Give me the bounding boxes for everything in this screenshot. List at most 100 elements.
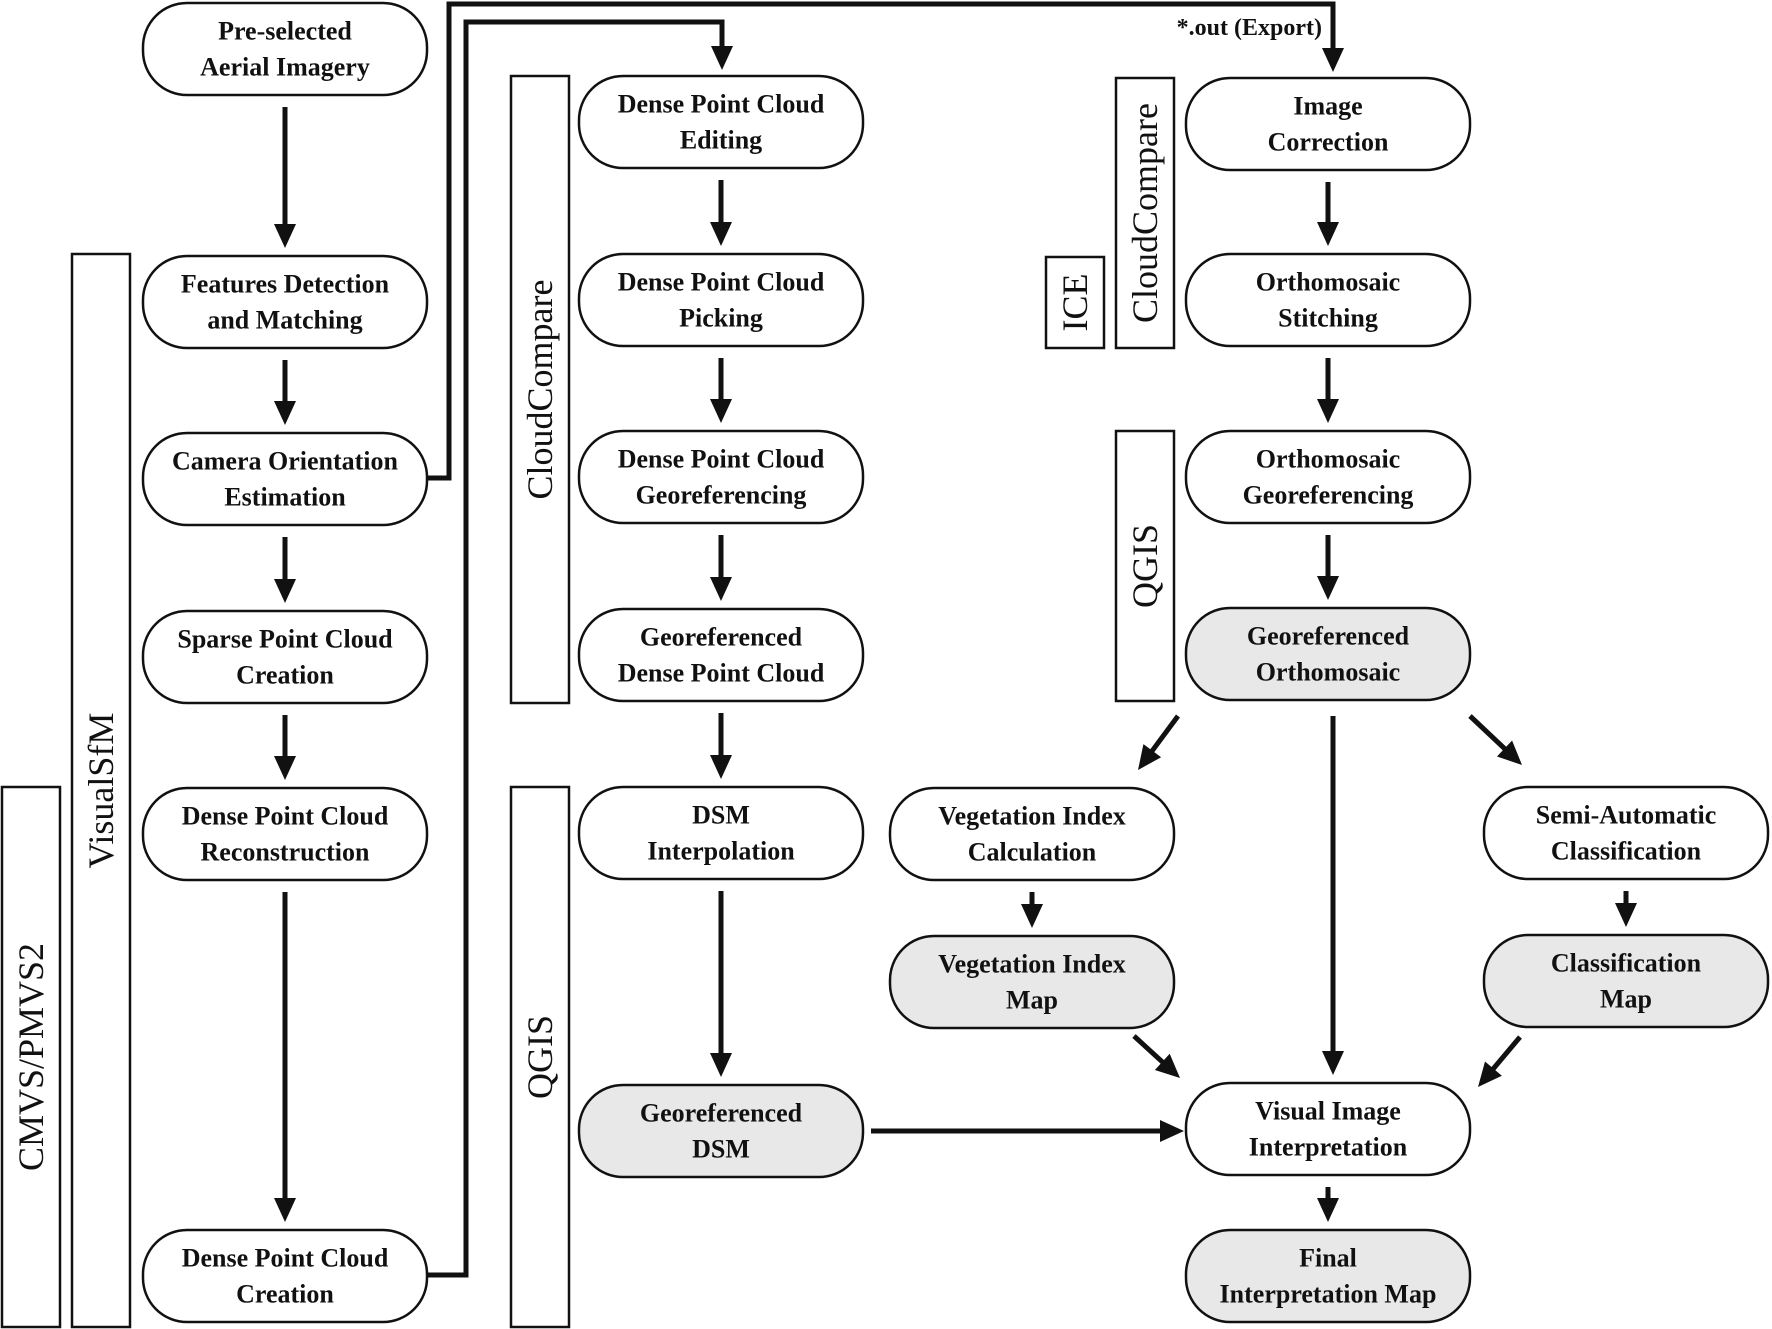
group-label: QGIS — [1125, 524, 1165, 608]
node-shape — [577, 74, 865, 170]
node-label-line: Pre-selected — [218, 17, 352, 46]
node-label-line: Georeferencing — [1243, 481, 1414, 510]
connector-line — [1132, 1034, 1166, 1066]
connector-line — [1468, 714, 1508, 752]
node-label-line: Map — [1600, 985, 1652, 1014]
arrow-features-to-camera — [274, 360, 296, 425]
group-label: CMVS/PMVS2 — [11, 943, 51, 1171]
arrow-aerial-to-features — [274, 107, 296, 248]
node-label-line: Sparse Point Cloud — [177, 625, 393, 654]
node-label-line: Georeferenced — [640, 623, 803, 652]
node-label-line: Dense Point Cloud — [618, 659, 825, 688]
node-label-line: Creation — [236, 1280, 334, 1309]
arrow-head — [274, 224, 296, 248]
node-shape — [1184, 1228, 1472, 1324]
node-label-line: Orthomosaic — [1256, 445, 1400, 474]
node-shape — [577, 252, 865, 348]
node-shape — [1482, 933, 1770, 1029]
node-label-line: Visual Image — [1255, 1097, 1401, 1126]
node-label-line: Dense Point Cloud — [618, 90, 825, 119]
node-label-line: Interpolation — [647, 837, 795, 866]
node-label-line: Orthomosaic — [1256, 268, 1400, 297]
node-shape — [1184, 252, 1472, 348]
arrow-head — [1317, 222, 1339, 246]
arrow-veg-map-to-visual — [1132, 1034, 1180, 1078]
group-label: QGIS — [520, 1015, 560, 1099]
node-label-line: Image — [1293, 92, 1362, 121]
arrow-head — [710, 755, 732, 779]
node-shape — [141, 431, 429, 527]
node-label-line: Aerial Imagery — [200, 53, 370, 82]
node-label-line: Georeferencing — [636, 481, 807, 510]
arrow-georef-dpc-to-dsm — [710, 713, 732, 779]
node-label-line: Dense Point Cloud — [182, 1244, 389, 1273]
arrow-head — [1317, 1198, 1339, 1222]
node-shape — [1184, 606, 1472, 702]
group-label: VisualSfM — [81, 713, 121, 869]
arrow-head — [711, 46, 733, 70]
arrow-head — [274, 1198, 296, 1222]
node-label-line: Reconstruction — [201, 838, 371, 867]
node-shape — [577, 429, 865, 525]
group-cmvs: CMVS/PMVS2 — [0, 785, 62, 1329]
arrow-stitch-to-georef — [1317, 358, 1339, 423]
arrow-head — [710, 399, 732, 423]
node-label-line: Picking — [679, 304, 763, 333]
node-label-line: Georeferenced — [640, 1099, 803, 1128]
group-qgis-right: QGIS — [1114, 429, 1176, 703]
arrow-georef-to-georef-dpc — [710, 535, 732, 601]
node-label-line: Camera Orientation — [172, 447, 399, 476]
arrow-georef-dsm-to-visual — [871, 1120, 1184, 1142]
arrow-head — [274, 756, 296, 780]
arrow-camera-to-sparse — [274, 537, 296, 603]
node-label-line: Features Detection — [181, 270, 390, 299]
node-label-line: Map — [1006, 986, 1058, 1015]
arrow-head — [1021, 904, 1043, 928]
connector-line — [427, 1, 1336, 481]
arrow-dense-recon-to-creation — [274, 892, 296, 1222]
node-shape — [1482, 785, 1770, 881]
group-frame — [1044, 255, 1106, 350]
node-features: Features Detection and Matching — [141, 254, 429, 350]
arrow-class-map-to-visual — [1478, 1035, 1522, 1087]
arrow-head — [1317, 399, 1339, 423]
group-frame — [1114, 429, 1176, 703]
node-shape — [577, 607, 865, 703]
node-label-line: Final — [1299, 1244, 1357, 1273]
connector-line — [427, 19, 725, 1278]
group-frame — [509, 785, 571, 1329]
node-label-line: Orthomosaic — [1256, 658, 1400, 687]
node-label-line: Dense Point Cloud — [618, 445, 825, 474]
arrow-georef-to-georef-ortho — [1317, 535, 1339, 600]
arrow-head — [274, 579, 296, 603]
group-label: CloudCompare — [520, 280, 560, 500]
node-shape — [141, 254, 429, 350]
node-shape — [888, 786, 1176, 882]
node-label-line: and Matching — [207, 306, 362, 335]
arrow-image-corr-to-stitch — [1317, 182, 1339, 246]
node-label-line: Correction — [1268, 128, 1389, 157]
arrow-head — [710, 222, 732, 246]
arrow-head — [1615, 903, 1637, 927]
arrow-sparse-to-dense-recon — [274, 715, 296, 780]
node-shape — [1184, 429, 1472, 525]
node-shape — [141, 609, 429, 705]
node-shape — [141, 786, 429, 882]
connectors — [274, 1, 1637, 1278]
group-frame — [1114, 76, 1176, 350]
arrow-head — [1496, 740, 1522, 765]
